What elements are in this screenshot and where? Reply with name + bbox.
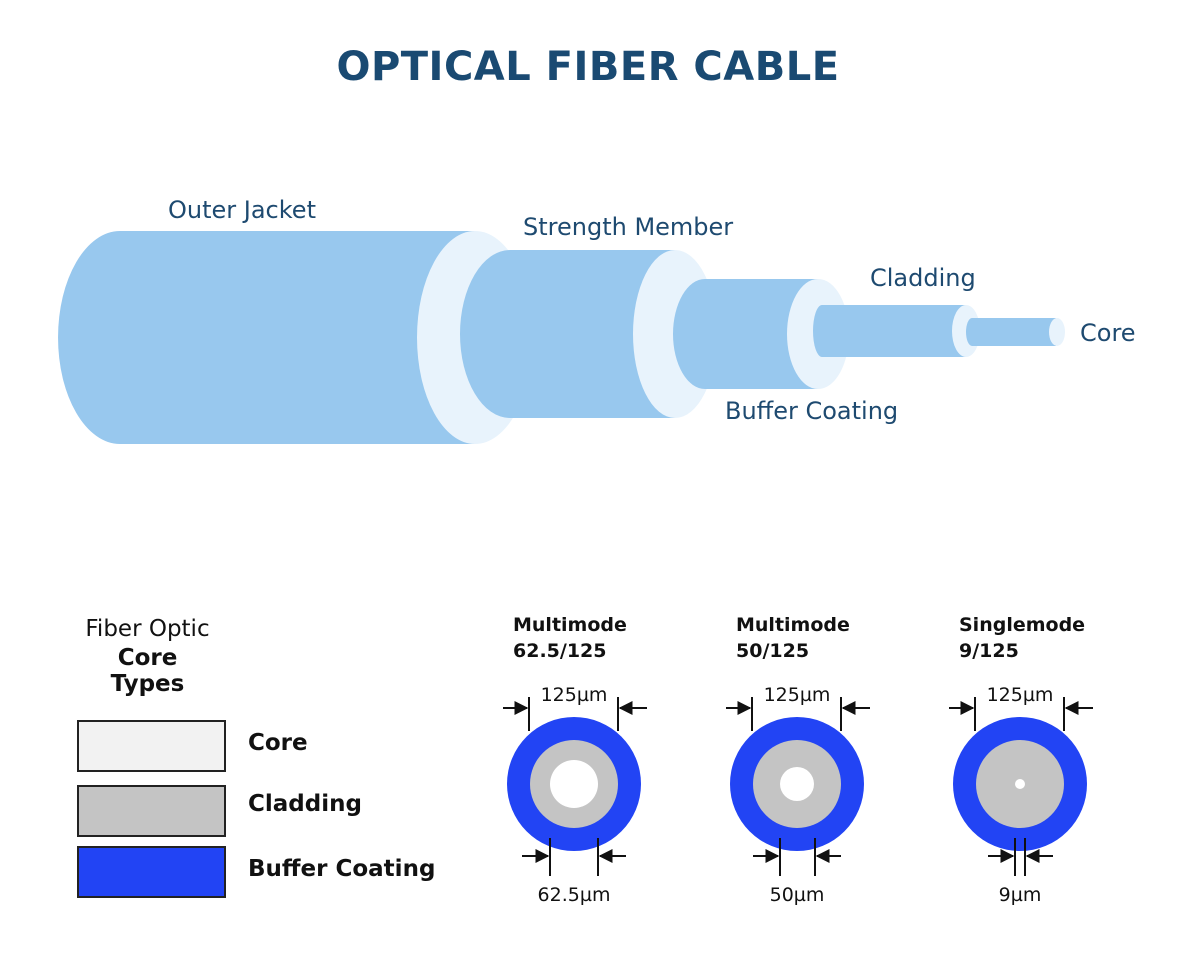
- fiber-type-ratio-1: 62.5/125: [513, 640, 607, 662]
- strength-member-label: Strength Member: [523, 213, 734, 241]
- buffer-coating-label: Buffer Coating: [725, 397, 899, 425]
- outer-dimension-label-3: 125µm: [986, 684, 1054, 706]
- fiber-singlemode-9: [949, 697, 1093, 876]
- fiber-multimode-62-5: [503, 697, 647, 876]
- core-circle: [780, 767, 814, 801]
- fiber-multimode-50: [726, 697, 870, 876]
- core-circle: [550, 760, 598, 808]
- outer-jacket-label: Outer Jacket: [168, 196, 316, 224]
- buffer-coating-swatch: [77, 846, 226, 898]
- fiber-type-ratio-3: 9/125: [959, 640, 1019, 662]
- legend-heading-line1: Fiber Optic: [85, 616, 210, 642]
- core-dimension-label-3: 9µm: [998, 884, 1042, 906]
- legend-label-cladding: Cladding: [248, 791, 362, 817]
- page-title: OPTICAL FIBER CABLE: [336, 44, 840, 90]
- cladding-swatch: [77, 785, 226, 837]
- core-segment: [966, 318, 1065, 346]
- legend-label-core: Core: [248, 730, 308, 756]
- legend-heading-line2: Core Types: [110, 645, 185, 697]
- legend-label-buffer-coating: Buffer Coating: [248, 856, 436, 882]
- fiber-type-ratio-2: 50/125: [736, 640, 810, 662]
- core-dimension-label-1: 62.5µm: [537, 884, 611, 906]
- outer-dimension-label-2: 125µm: [763, 684, 831, 706]
- cladding-label: Cladding: [870, 264, 976, 292]
- core-dimension-label-2: 50µm: [769, 884, 825, 906]
- fiber-type-mode-3: Singlemode: [959, 614, 1086, 636]
- fiber-type-mode-1: Multimode: [513, 614, 627, 636]
- core-swatch: [77, 720, 226, 772]
- outer-dimension-label-1: 125µm: [540, 684, 608, 706]
- core-circle: [1015, 779, 1025, 789]
- core-label: Core: [1080, 319, 1136, 347]
- fiber-type-mode-2: Multimode: [736, 614, 850, 636]
